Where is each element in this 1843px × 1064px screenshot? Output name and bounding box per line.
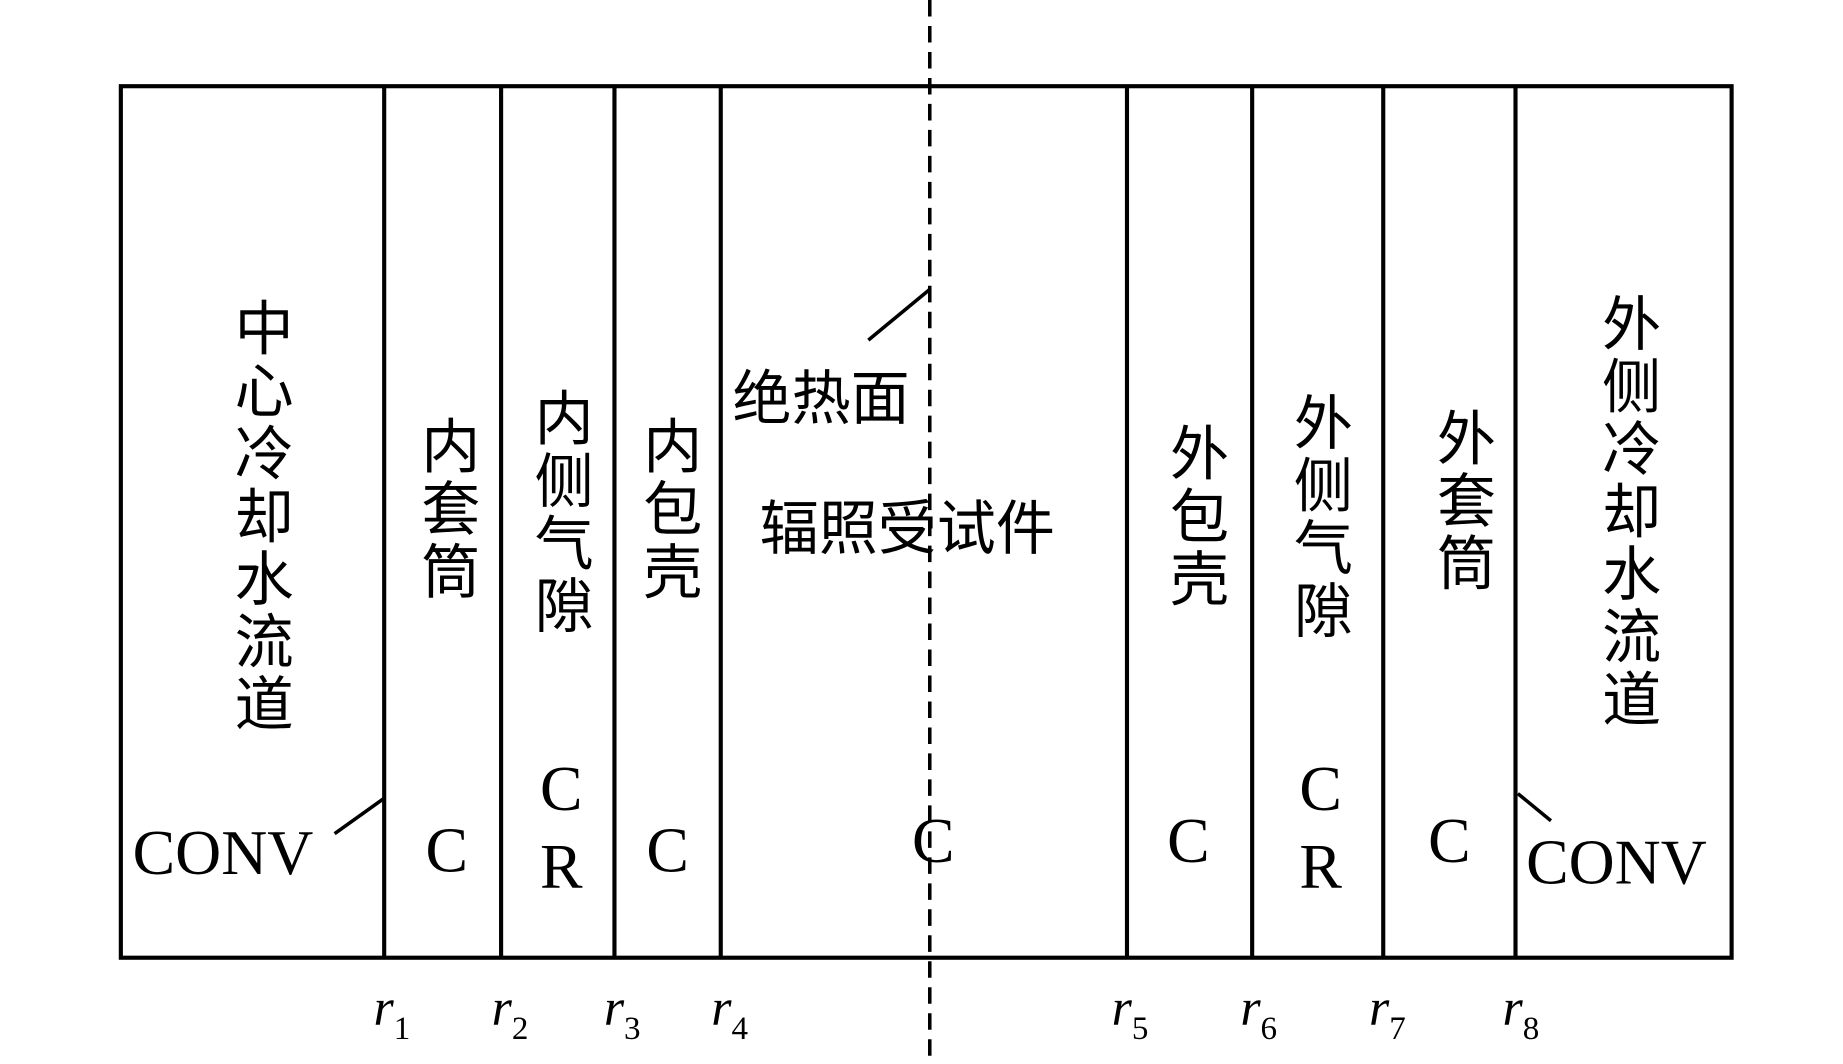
mech-inner-sleeve: C xyxy=(426,815,469,886)
mech-outer-gap-r: R xyxy=(1299,831,1342,902)
leader-conv-right xyxy=(1516,792,1553,823)
label-center-coolant: 中心冷却水流道 xyxy=(226,298,295,736)
label-inner-sleeve: 内套筒 xyxy=(412,416,481,604)
mech-conv-left: CONV xyxy=(133,817,314,888)
mech-specimen: C xyxy=(912,805,955,876)
mech-inner-gap-c: C xyxy=(540,753,583,824)
label-specimen: 辐照受试件 xyxy=(760,494,1055,563)
label-adiabatic-surface: 绝热面 xyxy=(733,364,910,433)
leader-conv-left xyxy=(333,796,386,836)
label-outer-sleeve: 外套筒 xyxy=(1428,407,1497,595)
outer-box xyxy=(118,84,1734,960)
radius-label-r1: r1 xyxy=(374,980,411,1047)
mech-outer-sleeve: C xyxy=(1428,805,1471,876)
label-inner-gap: 内侧气隙 xyxy=(526,387,595,637)
mech-outer-gap-c: C xyxy=(1299,753,1342,824)
label-outer-cladding: 外包壳 xyxy=(1161,423,1230,611)
radius-label-r2: r2 xyxy=(492,980,529,1047)
radius-labels: r1 r2 r3 r4 r5 r6 r7 r8 xyxy=(374,980,1540,1047)
radius-label-r4: r4 xyxy=(711,980,748,1047)
radius-label-r6: r6 xyxy=(1240,980,1277,1047)
radius-label-r5: r5 xyxy=(1112,980,1149,1047)
label-outer-coolant: 外侧冷却水流道 xyxy=(1593,293,1662,731)
mech-inner-cladding: C xyxy=(646,815,689,886)
radius-label-r7: r7 xyxy=(1369,980,1406,1047)
label-inner-cladding: 内包壳 xyxy=(634,416,703,604)
leader-adiabatic xyxy=(867,287,931,342)
mech-inner-gap-r: R xyxy=(540,831,583,902)
mech-outer-cladding: C xyxy=(1167,805,1210,876)
label-outer-gap: 外侧气隙 xyxy=(1285,392,1354,642)
radius-label-r8: r8 xyxy=(1503,980,1540,1047)
mech-conv-right: CONV xyxy=(1526,826,1707,897)
radius-label-r3: r3 xyxy=(604,980,641,1047)
